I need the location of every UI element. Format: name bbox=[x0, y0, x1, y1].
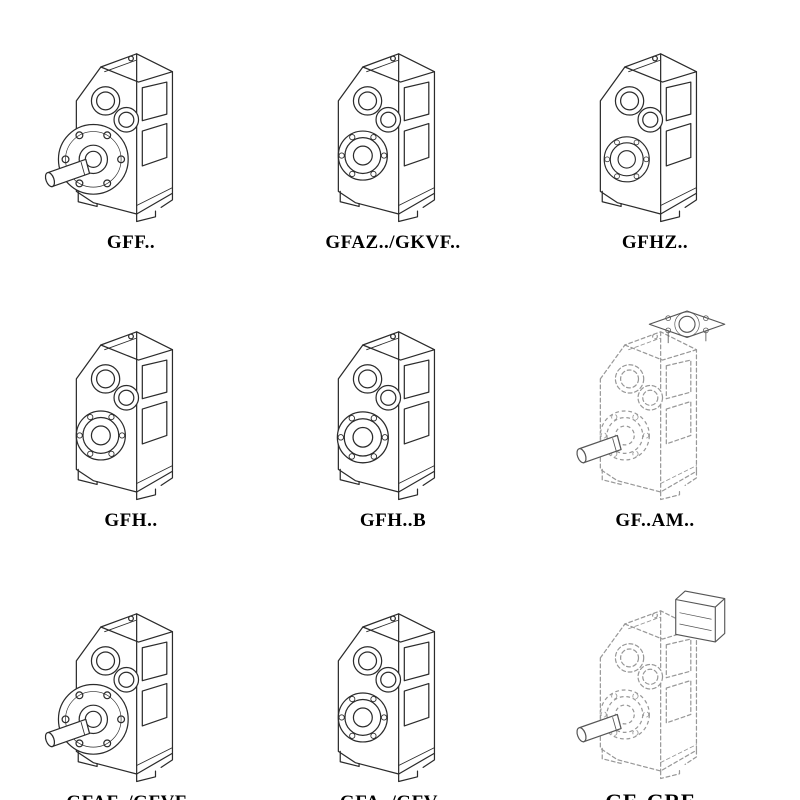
flanged-gear-reducer-drawing bbox=[43, 613, 174, 783]
catalog-cell-gff: GFF.. bbox=[40, 16, 222, 262]
catalog-cell-gfh: GFH.. bbox=[40, 294, 222, 540]
gear-reducer-with-input-flange-drawing bbox=[574, 310, 726, 501]
model-label: GFAF../GFVF.. bbox=[66, 792, 195, 800]
catalog-cell-gfh-b: GFH..B bbox=[302, 294, 484, 540]
model-label: GFH..B bbox=[359, 509, 427, 531]
hollow-shaft-gear-reducer-drawing bbox=[75, 331, 174, 501]
flanged-gear-reducer-drawing bbox=[43, 53, 174, 223]
catalog-cell-gfa-gfv: GFA../GFV.. bbox=[302, 572, 484, 800]
catalog-cell-gf-am: GF..AM.. bbox=[564, 294, 746, 540]
hollow-shaft-gear-reducer-drawing bbox=[337, 613, 436, 783]
catalog-cell-gfaz-gkvf: GFAZ../GKVF.. bbox=[302, 16, 484, 262]
catalog-cell-gfaf-gfvf: GFAF../GFVF.. bbox=[40, 572, 222, 800]
hollow-shaft-gear-reducer-drawing bbox=[336, 331, 436, 501]
gear-reducer-with-input-block-drawing bbox=[574, 590, 726, 779]
catalog-cell-gf-grf: GF..GRF.. bbox=[564, 572, 746, 800]
model-label: GFHZ.. bbox=[621, 232, 689, 253]
model-label: GF..GRF.. bbox=[605, 789, 704, 800]
hollow-shaft-gear-reducer-drawing bbox=[599, 53, 698, 223]
model-label: GFA../GFV.. bbox=[340, 792, 446, 800]
model-label: GFF.. bbox=[106, 232, 156, 253]
hollow-shaft-gear-reducer-drawing bbox=[337, 53, 436, 223]
catalog-cell-gfhz: GFHZ.. bbox=[564, 16, 746, 262]
model-label: GFH.. bbox=[104, 509, 158, 531]
model-label: GF..AM.. bbox=[615, 509, 695, 531]
model-label: GFAZ../GKVF.. bbox=[325, 232, 461, 253]
